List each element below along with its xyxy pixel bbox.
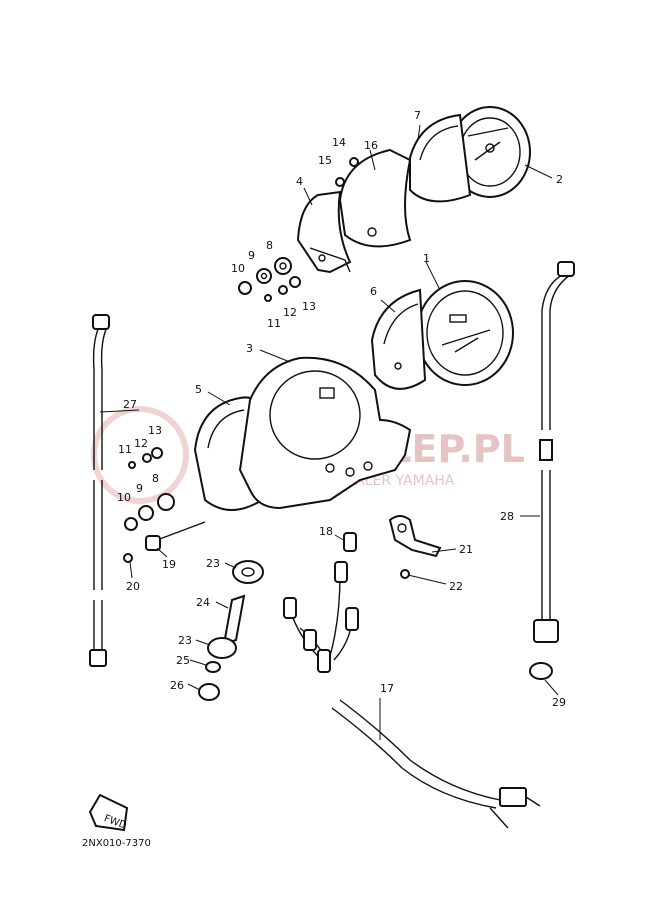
callout-3: 3 (246, 342, 253, 355)
callout-13-upper: 13 (302, 300, 316, 313)
callout-27: 27 (123, 398, 137, 411)
collar-12-upper[interactable] (278, 285, 288, 295)
long-bolt-19[interactable] (145, 521, 206, 551)
callout-11-lower: 11 (118, 443, 132, 456)
callout-23-upper: 23 (206, 557, 220, 570)
callout-6: 6 (370, 285, 377, 298)
collar-12-lower[interactable] (142, 453, 152, 463)
callout-2: 2 (556, 173, 563, 186)
grommet-23-lower[interactable] (207, 637, 237, 659)
callout-1: 1 (423, 252, 430, 265)
damper-13-upper[interactable] (289, 276, 301, 288)
callout-9-lower: 9 (136, 482, 143, 495)
callout-8-upper: 8 (266, 239, 273, 252)
tachometer-cable[interactable] (533, 261, 575, 643)
tachometer-bracket[interactable] (296, 190, 352, 274)
damper-13-lower[interactable] (151, 447, 163, 459)
callout-7: 7 (414, 109, 421, 122)
washer-25[interactable] (205, 661, 221, 673)
callout-23-lower: 23 (178, 634, 192, 647)
fwd-arrow-icon: FWD (88, 793, 128, 832)
indicator-bracket-21[interactable] (388, 515, 442, 558)
callout-13-lower: 13 (148, 424, 162, 437)
callout-29: 29 (552, 696, 566, 709)
meter-bracket[interactable] (238, 356, 412, 510)
screw-22[interactable] (400, 569, 410, 579)
callout-9-upper: 9 (248, 249, 255, 262)
tachometer-housing[interactable] (409, 113, 472, 203)
screw-11-lower[interactable] (128, 461, 136, 469)
tachometer-gauge[interactable] (449, 106, 531, 198)
wire-harness[interactable] (283, 561, 541, 829)
callout-15: 15 (318, 154, 332, 167)
grommet-8-upper[interactable] (274, 257, 292, 275)
callout-11-upper: 11 (267, 317, 281, 330)
callout-20: 20 (126, 580, 140, 593)
callout-21: 21 (459, 543, 473, 556)
callout-24: 24 (196, 596, 210, 609)
screw-20[interactable] (123, 553, 133, 563)
callout-8-lower: 8 (152, 472, 159, 485)
o-ring-29[interactable] (529, 662, 553, 680)
callout-17: 17 (380, 682, 394, 695)
callout-16: 16 (364, 139, 378, 152)
grommet-8-lower[interactable] (157, 493, 175, 511)
speedometer-gauge[interactable] (416, 280, 514, 386)
bulb-socket-18[interactable] (343, 532, 357, 552)
nut-10-upper[interactable] (238, 281, 252, 295)
callout-14: 14 (332, 136, 346, 149)
callout-12-upper: 12 (283, 306, 297, 319)
callout-28: 28 (500, 510, 514, 523)
washer-9-lower[interactable] (138, 505, 154, 521)
speedometer-cable[interactable] (89, 314, 110, 667)
callout-5: 5 (195, 383, 202, 396)
callout-22: 22 (449, 580, 463, 593)
callouts: 1 2 3 4 5 6 7 8 8 9 9 10 10 11 11 12 12 … (117, 109, 566, 709)
callout-18: 18 (319, 525, 333, 538)
callout-12-lower: 12 (134, 437, 148, 450)
diagram-code: 2NX010-7370 (82, 838, 151, 849)
callout-19: 19 (162, 558, 176, 571)
nut-26[interactable] (198, 683, 220, 701)
leader-lines (99, 124, 559, 740)
callout-25: 25 (176, 654, 190, 667)
callout-26: 26 (170, 679, 184, 692)
washer-15[interactable] (335, 177, 345, 187)
callout-10-upper: 10 (231, 262, 245, 275)
callout-4: 4 (296, 175, 303, 188)
nut-10-lower[interactable] (124, 517, 138, 531)
screw-11-upper[interactable] (264, 294, 272, 302)
washer-9-upper[interactable] (256, 268, 272, 284)
callout-10-lower: 10 (117, 491, 131, 504)
grommet-23-upper[interactable] (232, 560, 264, 584)
speedometer-housing[interactable] (370, 288, 427, 390)
collar-24[interactable] (222, 594, 246, 646)
tachometer-cover[interactable] (338, 148, 412, 248)
screw-14[interactable] (349, 157, 359, 167)
